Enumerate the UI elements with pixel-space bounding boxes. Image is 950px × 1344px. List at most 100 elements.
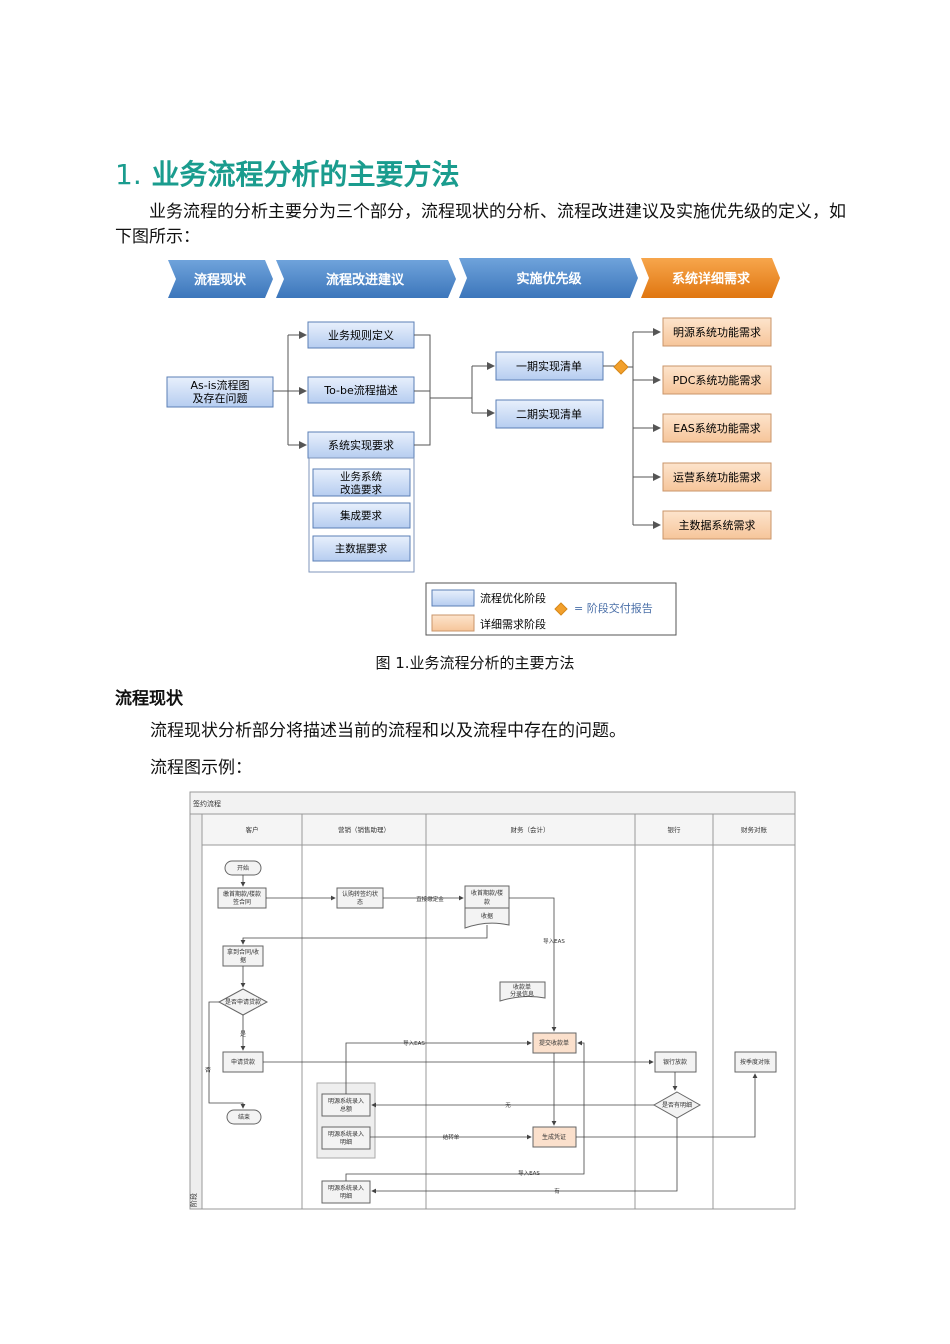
node-label: 明细 [340,1138,352,1146]
document-node [499,981,546,1002]
sub-req-label: 主数据要求 [335,542,388,555]
end-node [226,1109,262,1125]
subheading: 流程现状 [115,689,183,709]
lane-label: 财务（会计） [511,825,550,834]
lane-header [301,813,427,846]
system-need-box [662,462,772,492]
system-need-box [662,413,772,443]
node-label: 开始 [237,864,249,872]
process-node [321,1126,371,1150]
legend-diamond-icon [554,602,568,616]
phase-label: 二期实现清单 [516,407,582,421]
sub-req-label: 集成要求 [340,509,382,522]
line-label: 结转单 [443,1133,460,1141]
lane-header [634,813,714,846]
node-label: 认购转签约状 [342,890,378,898]
system-need-label: 主数据系统需求 [679,518,756,532]
flow-line [509,897,557,1032]
node-label: 申请贷款 [231,1058,255,1066]
flow-title-bar [189,791,796,815]
system-need-label: EAS系统功能需求 [673,421,760,435]
node-label: 款 [484,898,490,906]
flow-line [345,1040,585,1181]
process-node [654,1051,697,1073]
legend-orange-label: 详细需求阶段 [480,617,546,631]
system-need-label: PDC系统功能需求 [673,373,762,387]
node-label: 明细 [340,1192,352,1200]
system-req-label: 系统实现要求 [328,438,394,452]
stage-label: 流程现状 [194,272,247,288]
node-label: 生成凭证 [542,1133,566,1141]
line-label: 直接缴定金 [416,895,444,903]
stage-arrow-3 [459,258,638,298]
stage-label: 实施优先级 [516,271,582,287]
figure-caption: 图 1.业务流程分析的主要方法 [375,654,575,672]
node-label: 据 [240,956,246,964]
line-label: 导入EAS [518,1170,540,1177]
line-label: 导入EAS [543,938,565,945]
node-label: 提交收款单 [539,1039,569,1047]
method-diagram: 流程现状 流程改进建议 实施优先级 系统详细需求 As-is流程图 及存在问题 … [166,258,780,636]
stage-arrow-2 [276,260,456,298]
node-label: 签合同 [233,898,251,906]
lane-header [201,813,303,846]
node-label: 明源系统录入 [328,1130,364,1138]
line-label: 无 [505,1102,511,1109]
node-label: 是否有明细 [662,1101,692,1109]
section-number: 1. [115,158,142,191]
node-label: 明源系统录入 [328,1097,364,1105]
legend-blue-swatch [431,589,475,607]
rule-label: 业务规则定义 [328,328,394,342]
line-label: 导入EAS [403,1040,425,1047]
stage-arrow-1 [168,260,273,298]
flow-line [345,1040,532,1094]
system-need-box [662,317,772,347]
node-label: 缴首期款/楼款 [223,890,261,898]
intro-paragraph: 业务流程的分析主要分为三个部分，流程现状的分析、流程改进建议及实施优先级的定义，… [115,202,846,247]
node-label: 收款单 [513,983,531,991]
node-label: 结束 [238,1113,250,1121]
node-label: 收首期款/楼 [471,889,503,897]
flow-line [208,1001,246,1109]
process-node-highlight [532,1032,577,1054]
node-label: 银行放款 [663,1058,687,1066]
legend-orange-swatch [431,614,475,632]
connector [414,334,473,446]
node-label: 拿到合同/收 [227,948,259,956]
node-label: 按季度对账 [740,1058,770,1066]
lane-label: 银行 [668,825,682,834]
section-heading: 1. 业务流程分析的主要方法 [115,153,459,193]
legend-diamond-label: = 阶段交付报告 [574,601,653,615]
sub-req-box [312,535,411,562]
lane-label: 营销（销售助理） [338,825,390,834]
side-label: 阶段 [189,1193,198,1207]
deliverable-diamond-icon [613,359,629,375]
stage-arrow-4 [641,258,780,298]
flow-frame [189,791,796,1210]
section-title: 业务流程分析的主要方法 [151,158,460,191]
tobe-label: To-be流程描述 [323,383,398,397]
stage-label: 流程改进建议 [326,272,405,288]
asis-label: 及存在问题 [193,391,248,405]
lane-header [425,813,636,846]
line-label: 有 [554,1187,560,1195]
system-need-label: 明源系统功能需求 [673,325,761,339]
asis-box [166,376,274,408]
flow-line [371,1118,678,1194]
node-label: 态 [357,898,363,906]
sub-req-label: 改造要求 [340,483,382,496]
sub-req-box [312,468,411,497]
flow-title: 签约流程 [193,799,221,808]
node-label: 否 [205,1067,211,1074]
lane-divider [301,845,714,1209]
lane-label: 客户 [246,825,259,834]
stage-label: 系统详细需求 [672,271,751,287]
node-label: 是否申请贷款 [225,998,261,1006]
lane-header [712,813,796,846]
phase-label: 一期实现清单 [516,359,582,373]
lane-label: 财务对账 [741,825,768,834]
node-label: 分录信息 [510,990,534,998]
connector [273,334,303,446]
flow-line [576,1073,758,1138]
sub-req-label: 业务系统 [340,470,382,483]
